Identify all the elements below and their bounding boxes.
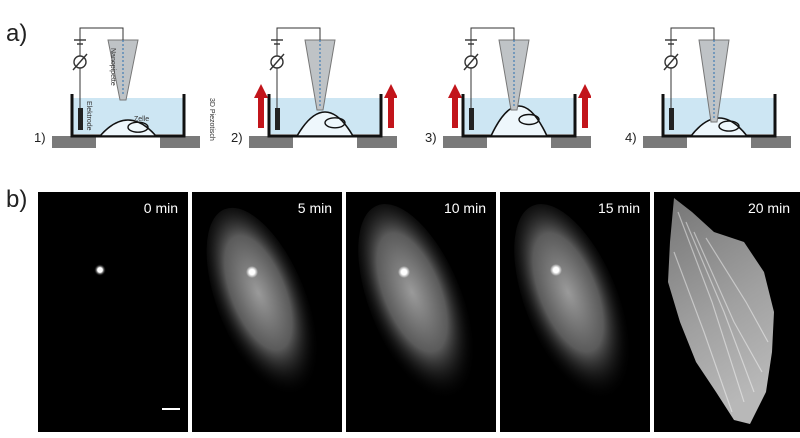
frame-10min-image [358, 204, 474, 400]
ammeter-needle [72, 53, 88, 71]
panel-a-label: a) [6, 20, 28, 47]
electrode-label: Elektrode [85, 101, 92, 131]
up-arrow-shaft [582, 98, 588, 128]
up-arrow-head [448, 84, 462, 98]
up-arrow-head [254, 84, 268, 98]
frame-5min: 5 min [192, 192, 342, 432]
nanopipette [304, 39, 336, 111]
stage-left [52, 136, 96, 148]
step-number: 4) [625, 130, 637, 145]
frame-20min-image [668, 198, 774, 424]
step-number: 1) [34, 130, 46, 145]
up-arrow-shaft [388, 98, 394, 128]
electrode [669, 108, 674, 130]
electrode [275, 108, 280, 130]
frame-time: 20 min [747, 200, 790, 216]
stage-right [160, 136, 200, 148]
stage-left [643, 136, 687, 148]
fluorescent-dot [398, 266, 410, 278]
frame-time: 5 min [297, 200, 332, 216]
fluorescent-dot [94, 264, 106, 276]
stage-right [357, 136, 397, 148]
frame-20min: 20 min [654, 192, 800, 432]
piezo-table-label: 3D Piezotisch [208, 98, 215, 141]
nanopipette [498, 39, 530, 111]
electrode [469, 108, 474, 130]
ammeter-needle [463, 53, 479, 71]
cell-label: Zelle [134, 116, 150, 123]
cell-nucleus [324, 117, 346, 129]
ammeter-needle [269, 53, 285, 71]
panel-b-label: b) [6, 186, 28, 213]
up-arrow-shaft [258, 98, 264, 128]
cell-nucleus [127, 121, 149, 133]
frame-0min: 0 min [38, 192, 188, 432]
up-arrow-head [578, 84, 591, 98]
fluorescent-dot [550, 264, 562, 276]
cell-nucleus [518, 113, 540, 126]
stage-right [551, 136, 591, 148]
stage-left [249, 136, 293, 148]
up-arrow-shaft [452, 98, 458, 128]
frame-10min: 10 min [346, 192, 496, 432]
frame-5min-image [206, 207, 318, 397]
scale-bar [162, 408, 180, 410]
frame-15min: 15 min [500, 192, 650, 432]
fluorescent-dot [246, 266, 258, 278]
up-arrow-head [384, 84, 397, 98]
stage-right [751, 136, 791, 148]
electrode [78, 108, 83, 130]
step-diagram [643, 27, 791, 148]
frame-time: 15 min [597, 200, 640, 216]
frame-time: 0 min [143, 200, 178, 216]
step-number: 2) [231, 130, 243, 145]
step-diagram [249, 27, 397, 148]
nanopipette-label: Nanopipette [109, 48, 116, 86]
frame-15min-image [514, 204, 630, 400]
step-diagram [52, 27, 200, 148]
step-number: 3) [425, 130, 437, 145]
frame-time: 10 min [443, 200, 486, 216]
frame-0min-image [94, 264, 106, 276]
step-diagram [443, 27, 591, 148]
ammeter-needle [663, 53, 679, 71]
stage-left [443, 136, 487, 148]
cell-nucleus [718, 120, 740, 132]
